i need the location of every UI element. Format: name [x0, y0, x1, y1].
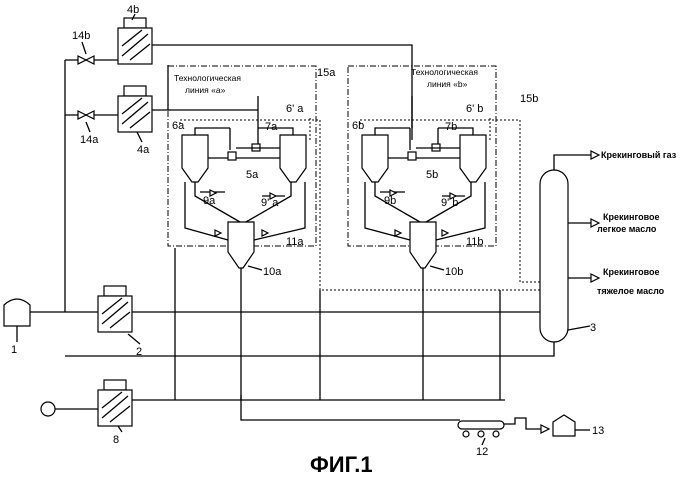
- heater-2: [98, 286, 132, 332]
- product-light-1: Крекинговое: [603, 212, 660, 222]
- valve-14a: [78, 111, 94, 119]
- label-3: 3: [590, 322, 596, 334]
- label-15a: 15a: [317, 67, 336, 79]
- b-top-manifold: [375, 128, 473, 135]
- label-7a: 7a: [265, 121, 278, 133]
- leader-3: [568, 326, 590, 330]
- label-12: 12: [476, 446, 488, 458]
- source-8-inlet: [41, 402, 55, 416]
- gas-outlet-arrow: [591, 151, 599, 159]
- reactor-6b: [362, 135, 388, 182]
- leader-10b: [430, 266, 444, 270]
- label-9a: 9a: [203, 195, 216, 207]
- leader-2: [128, 334, 140, 344]
- label-6pb: 6' b: [466, 103, 483, 115]
- process-line-a-title-1: Технологическая: [174, 73, 241, 83]
- label-4b: 4b: [127, 4, 139, 16]
- process-line-a-title-2: линия «a»: [185, 85, 226, 95]
- gas-outlet-line: [554, 155, 595, 170]
- fractionator-3: [540, 170, 568, 342]
- label-7b: 7b: [445, 121, 457, 133]
- arrow-to-13: [541, 425, 549, 433]
- heater-8: [98, 380, 132, 426]
- heater-4b: [118, 18, 152, 64]
- label-11a: 11a: [286, 236, 304, 248]
- label-2: 2: [136, 346, 142, 358]
- line-to-13: [504, 418, 545, 429]
- reactor-6pa: [280, 135, 306, 182]
- leader-12: [482, 438, 485, 445]
- label-10a: 10a: [263, 266, 282, 278]
- heater-4a: [118, 86, 152, 132]
- leader-8: [118, 426, 122, 432]
- label-9pa: 9' a: [261, 197, 279, 209]
- label-14a: 14a: [80, 134, 99, 146]
- leader-4a: [137, 132, 142, 142]
- label-5a: 5a: [246, 169, 259, 181]
- a-valve-5a: [228, 152, 236, 160]
- leader-10a: [248, 266, 262, 270]
- process-line-b-title-1: Технологическая: [411, 67, 478, 77]
- label-6b: 6b: [352, 120, 364, 132]
- label-15b: 15b: [520, 93, 538, 105]
- product-light-2: легкое масло: [597, 224, 657, 234]
- reactor-6a: [182, 135, 208, 182]
- label-9pb: 9' b: [441, 197, 458, 209]
- line-to-12: [241, 395, 460, 420]
- product-heavy-1: Крекинговое: [603, 267, 660, 277]
- label-8: 8: [113, 434, 119, 446]
- reactor-10b: [410, 222, 436, 268]
- leader-14a: [86, 122, 90, 132]
- label-11b: 11b: [466, 236, 484, 248]
- label-6a: 6a: [172, 120, 185, 132]
- feed-tank-1: [4, 299, 30, 326]
- conveyor-12: [458, 421, 504, 437]
- product-gas: Крекинговый газ: [601, 150, 677, 160]
- reactor-10a: [228, 222, 254, 268]
- process-line-b-title-2: линия «b»: [427, 79, 468, 89]
- line-4a-out: [152, 65, 168, 110]
- b-valve-5b: [408, 152, 416, 160]
- figure-caption: ФИГ.1: [310, 452, 373, 477]
- product-heavy-2: тяжелое масло: [597, 286, 665, 296]
- heavy-outlet-arrow: [591, 274, 599, 282]
- tank-13: [553, 415, 575, 436]
- leader-14b: [82, 42, 86, 54]
- label-9b: 9b: [384, 195, 396, 207]
- label-1: 1: [11, 344, 17, 356]
- label-6pa: 6' a: [286, 103, 304, 115]
- a-top-manifold: [195, 128, 293, 135]
- label-10b: 10b: [445, 266, 463, 278]
- valve-14b: [78, 56, 94, 64]
- label-13: 13: [592, 425, 604, 437]
- reactor-6pb: [460, 135, 486, 182]
- label-5b: 5b: [426, 169, 438, 181]
- label-4a: 4a: [137, 144, 150, 156]
- label-14b: 14b: [72, 30, 90, 42]
